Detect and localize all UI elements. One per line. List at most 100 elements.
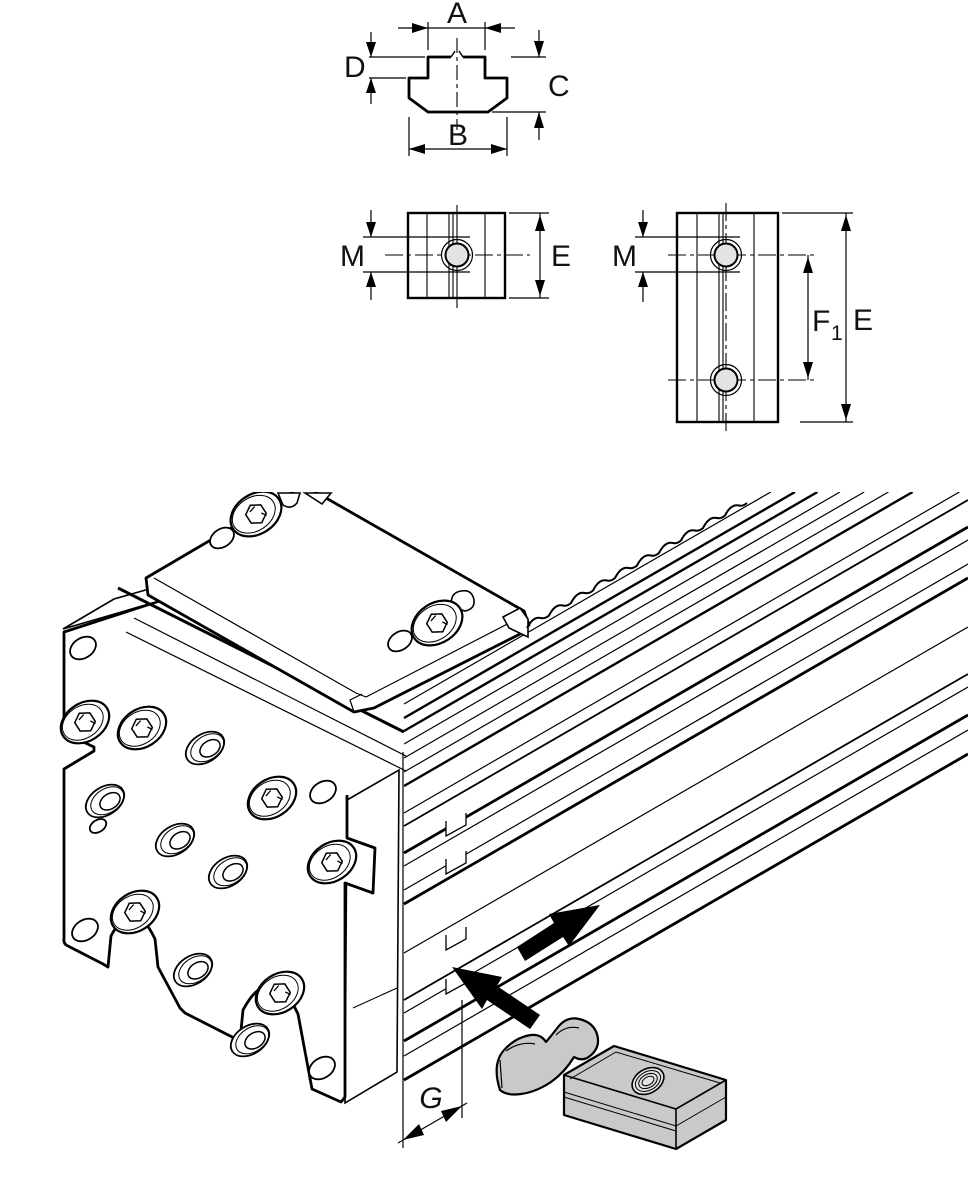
rail-extrusion-line bbox=[403, 686, 968, 1014]
nut-thread-hole bbox=[631, 1066, 665, 1096]
rail-extrusion-line bbox=[403, 626, 968, 954]
dim-label-G: G bbox=[419, 1082, 442, 1115]
slot-nut-long-view: M F 1 E bbox=[612, 203, 873, 433]
slot-notch bbox=[445, 851, 467, 876]
dim-M-long bbox=[635, 210, 740, 302]
rail-extrusion-line bbox=[403, 673, 968, 1001]
dim-F1 bbox=[803, 255, 813, 380]
hex-socket-icon bbox=[425, 613, 449, 633]
counterbore-hole bbox=[172, 952, 214, 988]
carriage-seam-2 bbox=[125, 631, 407, 772]
t-slot-nut bbox=[562, 1044, 728, 1151]
socket-screw bbox=[109, 889, 161, 935]
end-plate-side-face bbox=[344, 768, 400, 1105]
dim-M-front bbox=[363, 210, 470, 300]
hex-socket-icon bbox=[320, 852, 344, 872]
carriage-seam-1 bbox=[133, 617, 407, 757]
end-plate-holes bbox=[59, 635, 358, 1081]
dim-label-A: A bbox=[447, 0, 467, 30]
counterbore-hole bbox=[229, 1022, 271, 1058]
end-plate-side-chamfer bbox=[352, 987, 398, 1009]
arrow-insert-icon bbox=[452, 967, 540, 1029]
hex-socket-icon bbox=[244, 504, 268, 524]
dim-B bbox=[408, 117, 508, 156]
dim-C bbox=[492, 30, 546, 140]
rail-extrusion-line bbox=[403, 492, 914, 788]
thread-hole-top bbox=[713, 242, 739, 268]
dim-A bbox=[398, 22, 515, 50]
rail-extrusion-line bbox=[403, 492, 796, 720]
rail-extrusion-line bbox=[403, 563, 968, 891]
dim-E-long bbox=[782, 212, 853, 423]
rail-extrusion-line bbox=[403, 499, 968, 827]
socket-screw bbox=[246, 775, 298, 821]
mounting-hole bbox=[308, 1055, 336, 1081]
dim-label-B: B bbox=[448, 119, 468, 152]
counterbore-hole bbox=[154, 822, 196, 858]
dim-label-M-long: M bbox=[612, 240, 637, 273]
hex-socket-icon bbox=[123, 902, 147, 922]
dim-E-front bbox=[509, 212, 549, 299]
rail-extrusion-line bbox=[403, 492, 772, 705]
cover-corner-lines bbox=[349, 693, 363, 713]
rail-extrusion-line bbox=[403, 492, 960, 814]
dim-G: G bbox=[397, 1000, 468, 1148]
thread-outer-top bbox=[709, 238, 743, 272]
iso-assembly-view: G bbox=[59, 492, 968, 1151]
dim-label-E-long: E bbox=[853, 304, 873, 337]
mounting-hole bbox=[309, 779, 337, 805]
counterbore-hole bbox=[207, 854, 249, 890]
rail-extrusion-line bbox=[403, 492, 841, 745]
carriage-screws bbox=[209, 492, 464, 653]
guide-rail bbox=[403, 492, 968, 1082]
thread-hole bbox=[444, 242, 470, 268]
dim-label-F-sub: 1 bbox=[831, 322, 843, 345]
tnut-profile-section: A B C D bbox=[344, 0, 570, 156]
rail-extrusion-line bbox=[403, 492, 865, 759]
toothed-belt bbox=[526, 502, 748, 629]
tnut-profile-outline bbox=[407, 55, 509, 114]
rail-extrusion-line bbox=[403, 539, 968, 867]
rail-extrusion-line bbox=[403, 752, 968, 1082]
rail-extrusion-line bbox=[403, 525, 968, 855]
rail-extrusion-line bbox=[403, 492, 819, 733]
socket-screw bbox=[116, 705, 168, 751]
slot-nut-front-view: M E bbox=[340, 205, 571, 308]
dim-label-C: C bbox=[548, 70, 570, 103]
belt-clamp-wedge bbox=[302, 492, 333, 506]
rail-extrusion-line bbox=[403, 492, 889, 773]
belt-clamp-tab bbox=[276, 492, 302, 508]
end-plate-outline bbox=[62, 594, 377, 1104]
rail-extrusion-line bbox=[403, 576, 968, 906]
arrow-slide-icon bbox=[517, 905, 600, 961]
spring-clip bbox=[495, 1017, 600, 1096]
hex-socket-icon bbox=[130, 718, 154, 738]
hex-socket-icon bbox=[73, 712, 97, 732]
socket-screw bbox=[306, 839, 358, 885]
mounting-hole bbox=[88, 818, 108, 834]
dim-label-E-front: E bbox=[551, 240, 571, 273]
socket-screw bbox=[229, 492, 283, 538]
mounting-hole bbox=[69, 635, 97, 661]
dim-label-F: F bbox=[812, 305, 830, 338]
thread-outer bbox=[440, 238, 474, 272]
nut-long-slot-lines bbox=[696, 213, 755, 422]
thread-outer-bottom bbox=[709, 363, 743, 397]
counterbore-hole bbox=[84, 783, 126, 819]
socket-screw bbox=[410, 599, 464, 647]
rail-extrusion-line bbox=[403, 729, 968, 1057]
socket-screw bbox=[254, 970, 306, 1016]
hex-socket-icon bbox=[268, 983, 292, 1003]
thread-hole-bottom bbox=[713, 367, 739, 393]
slot-notch bbox=[445, 927, 467, 952]
mounting-hole bbox=[387, 629, 413, 653]
dim-label-M-front: M bbox=[340, 240, 365, 273]
slot-notch bbox=[445, 813, 467, 838]
socket-screw bbox=[59, 699, 111, 745]
dim-D bbox=[366, 32, 425, 104]
counterbore-hole bbox=[184, 730, 226, 766]
mounting-hole bbox=[209, 526, 235, 550]
dim-label-D: D bbox=[344, 51, 366, 84]
